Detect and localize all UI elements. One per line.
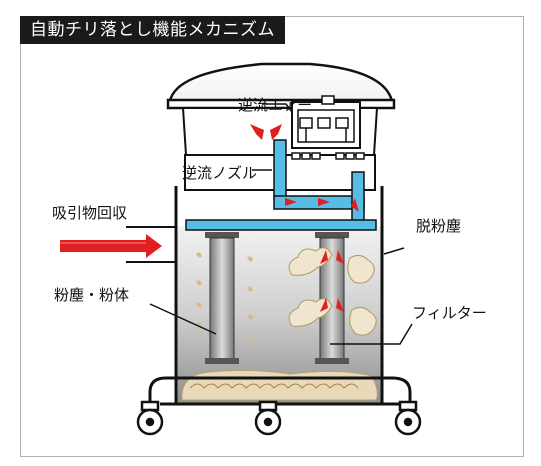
vent-grille <box>291 152 365 160</box>
filter-burst-arrows <box>320 250 344 312</box>
label-filter: フィルター <box>412 304 487 322</box>
page-title: 自動チリ落とし機能メカニズム <box>20 16 285 44</box>
dust-cloud-upper <box>288 247 375 284</box>
label-suction: 吸引物回収 <box>52 204 127 222</box>
suction-arrow-icon <box>60 234 162 258</box>
collected-dust <box>181 369 378 401</box>
motor-unit <box>291 95 361 149</box>
leader-lines <box>149 103 413 345</box>
reverse-air-arrows <box>250 124 359 212</box>
label-reverse-nozzle: 逆流ノズル <box>182 164 257 182</box>
tank-walls <box>174 186 384 404</box>
caster-wheel-icon <box>136 400 422 436</box>
label-dust-powder: 粉塵・粉体 <box>54 286 129 304</box>
dome-lid <box>168 62 394 103</box>
label-reverse-air: 逆流エアー <box>238 96 312 114</box>
label-dust-removal: 脱粉塵 <box>416 217 461 235</box>
dust-cloud-lower <box>288 298 377 336</box>
